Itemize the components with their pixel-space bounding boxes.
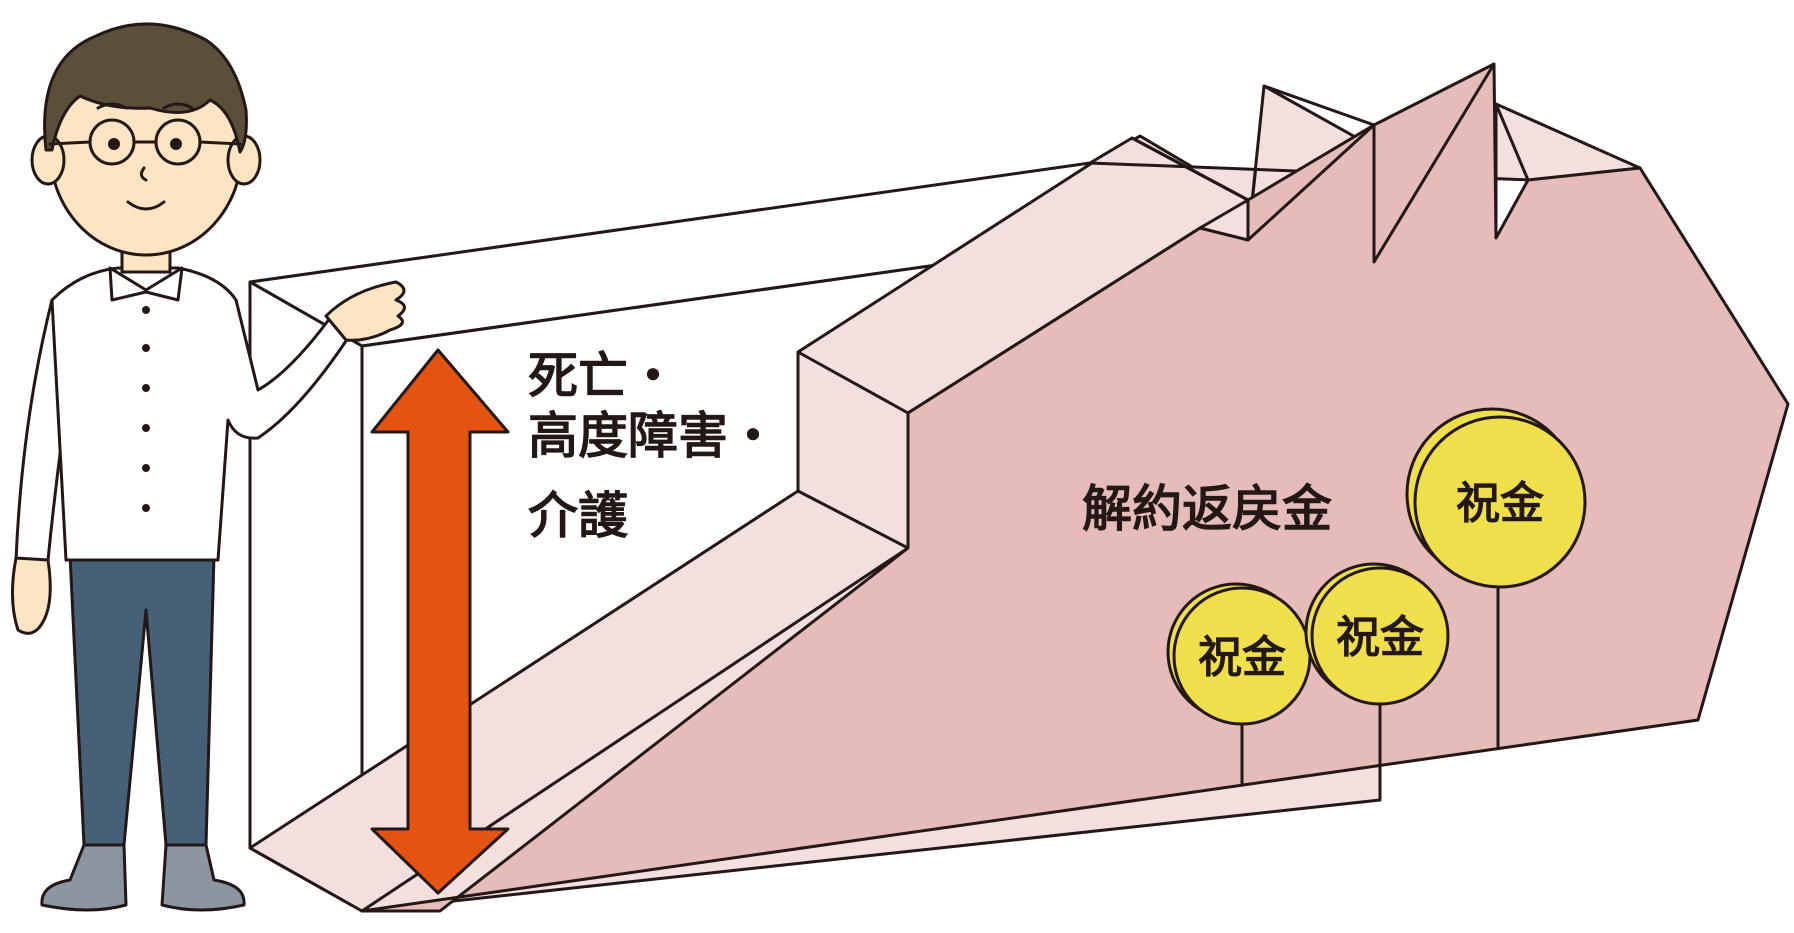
person-glasses-arm-right [198,140,242,146]
person-hand-left [10,556,52,635]
coin-group [1166,407,1587,785]
person-nose [139,166,148,182]
person-mouth [126,200,166,211]
coin-3-label: 祝金 [1456,478,1545,529]
person-shoe-right [160,843,246,912]
coin-1-label: 祝金 [1198,632,1287,683]
person [10,22,406,912]
coin-3 [1413,415,1587,589]
person-hand-right [324,280,406,342]
inner-stair-edge2 [797,489,909,550]
coverage-label-line1: 死亡・ [528,347,678,405]
inner-stair-edge3 [797,350,909,415]
coin-2 [1310,566,1450,706]
person-eye-right [170,138,182,150]
person-eyebrow-right [162,102,194,110]
person-pants [68,553,216,847]
main-step-edge5 [1494,103,1530,181]
coin-2-label: 祝金 [1336,612,1425,663]
surrender-value-label: 解約返戻金 [1082,480,1333,538]
person-buttons [142,306,150,512]
person-collar [108,266,184,302]
person-shoe-left [40,843,128,912]
person-eyebrow-left [96,102,128,110]
person-glasses-arm-left [48,140,92,146]
person-eye-left [108,138,120,150]
person-shirt [50,266,350,562]
coverage-label-line2: 高度障害・ [528,407,778,465]
coverage-arrow [370,348,510,895]
surrender-value-solid [360,62,1790,913]
main-step-edge [1131,136,1250,230]
main-step-edge3 [1372,63,1496,264]
coverage-label-line3: 介護 [528,487,629,545]
